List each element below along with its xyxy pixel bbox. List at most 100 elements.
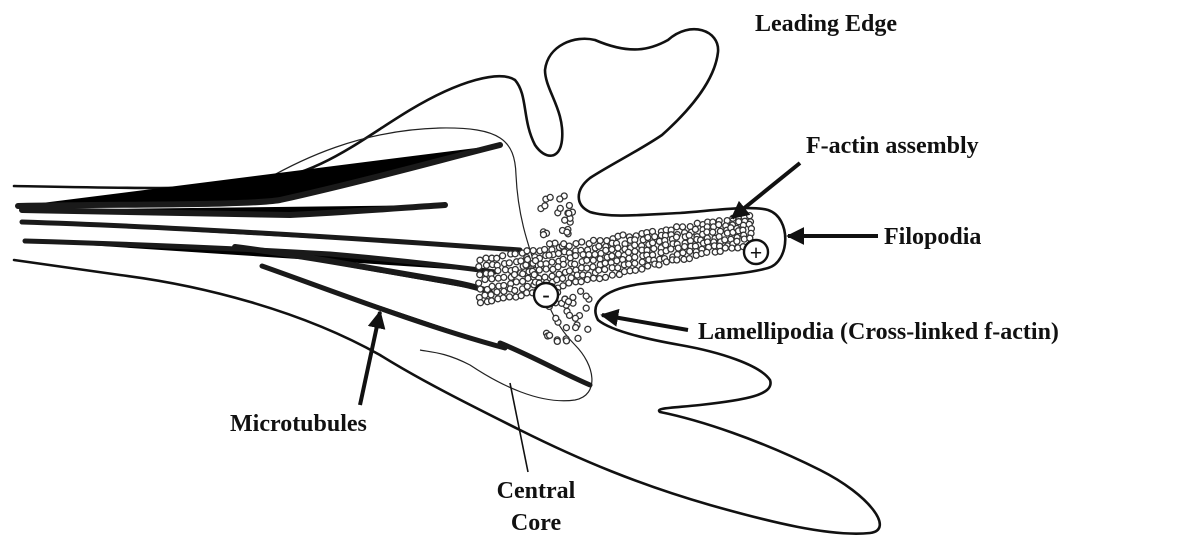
- f-actin-dot: [674, 257, 680, 263]
- f-actin-dot: [716, 222, 722, 228]
- f-actin-dot: [639, 266, 645, 272]
- f-actin-dot: [626, 261, 632, 267]
- f-actin-dot: [554, 338, 560, 344]
- f-actin-dot: [597, 276, 603, 282]
- f-actin-dot: [547, 194, 553, 200]
- f-actin-dot: [500, 253, 506, 259]
- f-actin-dot: [572, 315, 578, 321]
- f-actin-dot: [583, 293, 589, 299]
- f-actin-dot: [566, 203, 572, 209]
- f-actin-dot: [501, 274, 507, 280]
- f-actin-dot: [650, 240, 656, 246]
- f-actin-dot: [536, 267, 542, 273]
- f-actin-dot: [592, 252, 598, 258]
- f-actin-dot: [542, 247, 548, 253]
- f-actin-dot: [524, 290, 530, 296]
- f-actin-dot: [524, 248, 530, 254]
- f-actin-dot: [560, 283, 566, 289]
- f-actin-dot: [652, 234, 658, 240]
- f-actin-dot: [564, 229, 570, 235]
- f-actin-dot: [561, 241, 567, 247]
- f-actin-dot: [501, 288, 507, 294]
- f-actin-dot: [615, 251, 621, 257]
- f-actin-dot: [557, 205, 563, 211]
- f-actin-dot: [500, 295, 506, 301]
- f-actin-dot: [729, 245, 735, 251]
- f-actin-dot: [531, 272, 537, 278]
- f-actin-dot: [680, 250, 686, 256]
- f-actin-dot: [591, 237, 597, 243]
- leading-edge-label: Leading Edge: [755, 11, 897, 37]
- f-actin-dot: [578, 279, 584, 285]
- f-actin-dot: [579, 239, 585, 245]
- f-actin-dot: [680, 224, 686, 230]
- f-actin-dot: [477, 286, 483, 292]
- f-actin-dot: [597, 238, 603, 244]
- f-actin-dot: [553, 315, 559, 321]
- microtubule: [22, 222, 520, 250]
- f-actin-dot: [513, 279, 519, 285]
- f-actin-dot: [572, 261, 578, 267]
- f-actin-dot: [596, 267, 602, 273]
- f-actin-dot: [566, 280, 572, 286]
- central-core-label-line1: Central: [497, 478, 576, 504]
- minus-end-marker: -: [534, 282, 558, 307]
- f-actin-dot: [578, 288, 584, 294]
- f-actin-dot: [547, 332, 553, 338]
- f-actin-dot: [566, 210, 572, 216]
- f-actin-dot: [482, 277, 488, 283]
- f-actin-dot: [591, 275, 597, 281]
- f-actin-dot: [620, 232, 626, 238]
- f-actin-dot: [484, 262, 490, 268]
- f-actin-dot: [567, 312, 573, 318]
- filopodia-label: Filopodia: [884, 224, 981, 250]
- f-actin-dot: [541, 232, 547, 238]
- f-actin-dot: [632, 260, 638, 266]
- f-actin-dot: [602, 260, 608, 266]
- microtubules-arrow: [360, 312, 380, 405]
- f-actin-dot: [566, 299, 572, 305]
- f-actin-dot: [603, 247, 609, 253]
- f-actin-dot: [747, 213, 753, 219]
- f-actin-dot: [583, 305, 589, 311]
- f-actin-dot: [507, 294, 513, 300]
- f-actin-dot: [494, 289, 500, 295]
- f-actin-dot: [525, 257, 531, 263]
- f-actin-dot: [584, 277, 590, 283]
- f-actin-dot: [477, 272, 483, 278]
- f-actin-dot: [563, 325, 569, 331]
- microtubules-label: Microtubules: [230, 411, 367, 437]
- f-actin-dot: [682, 244, 688, 250]
- f-actin-dot: [494, 255, 500, 261]
- f-actin-dot: [512, 272, 518, 278]
- f-actin-dot: [477, 257, 483, 263]
- f-actin-dot: [542, 203, 548, 209]
- f-actin-dot: [602, 267, 608, 273]
- f-actin-dot: [506, 260, 512, 266]
- f-actin-dot: [556, 251, 562, 257]
- f-actin-dot: [567, 268, 573, 274]
- plus-end-marker: +: [744, 240, 768, 265]
- f-actin-dot: [609, 247, 615, 253]
- f-actin-dot: [533, 258, 539, 264]
- f-actin-dot: [722, 245, 728, 251]
- f-actin-dot: [524, 283, 530, 289]
- f-actin-dot: [686, 256, 692, 262]
- f-actin-dot: [562, 217, 568, 223]
- f-actin-dot: [609, 272, 615, 278]
- minus-end-label: -: [542, 282, 549, 307]
- f-actin-dot: [512, 288, 518, 294]
- f-actin-dot: [656, 262, 662, 268]
- f-actin-dot: [614, 258, 620, 264]
- f-actin-dot: [476, 264, 482, 270]
- f-actin-dot: [687, 248, 693, 254]
- f-actin-dot: [590, 264, 596, 270]
- f-actin-dot: [584, 257, 590, 263]
- f-actin-dot: [668, 246, 674, 252]
- f-actin-dot: [651, 246, 657, 252]
- microtubule: [262, 266, 505, 348]
- central-core-label-line2: Core: [511, 510, 562, 536]
- f-actin-dot: [663, 259, 669, 265]
- f-actin-dot: [547, 241, 553, 247]
